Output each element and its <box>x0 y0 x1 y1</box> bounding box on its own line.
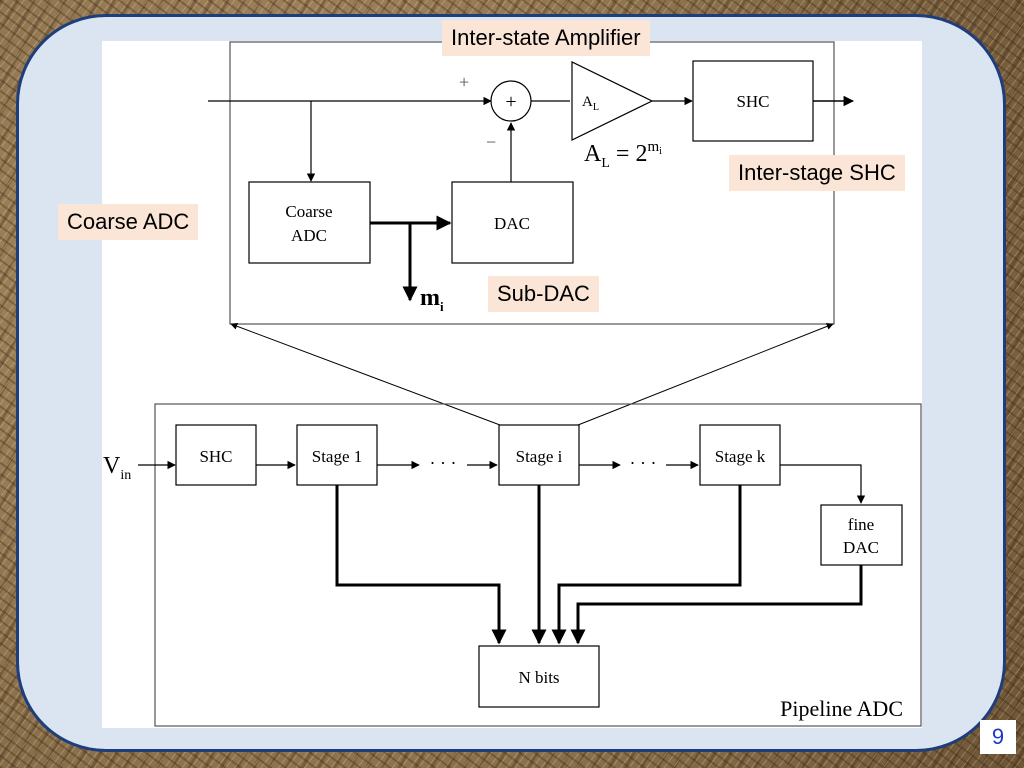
summer-symbol: + <box>505 91 516 113</box>
summer-minus-sign: − <box>486 132 496 152</box>
n-bits-label: N bits <box>518 668 559 687</box>
stagek-to-fine-dac-line <box>780 464 866 504</box>
zoom-line-left <box>230 322 501 426</box>
input-label: Vin <box>103 453 131 483</box>
stage-k-label: Stage k <box>715 447 766 466</box>
coarse-adc-label-line1: Coarse <box>285 202 332 221</box>
callout-inter-state-amplifier: Inter-state Amplifier <box>442 20 650 56</box>
gain-equation: AL = 2mi <box>584 139 662 171</box>
fine-dac-label-line2: DAC <box>843 538 879 557</box>
digital-output-label: mi <box>420 285 444 314</box>
callout-inter-stage-shc: Inter-stage SHC <box>729 155 905 191</box>
amplifier-triangle <box>571 61 654 141</box>
fine-dac-box <box>820 504 903 566</box>
stagek-bits-line <box>551 485 742 645</box>
stage-i-box <box>498 424 580 486</box>
stage-i-label: Stage i <box>516 447 563 466</box>
inter-stage-shc-box <box>692 60 814 142</box>
fine-dac-label-line1: fine <box>848 515 874 534</box>
ellipsis-2: · · · <box>630 453 657 473</box>
fine-dac-bits-line <box>570 565 863 645</box>
page-number: 9 <box>980 720 1016 754</box>
stage1-bits-line <box>335 485 507 645</box>
n-bits-box <box>478 645 600 708</box>
pipeline-caption: Pipeline ADC <box>780 696 903 721</box>
pipeline-shc-label: SHC <box>199 447 232 466</box>
pipeline-frame <box>154 403 922 727</box>
pipeline-shc-box <box>175 424 257 486</box>
stage-k-box <box>699 424 781 486</box>
ellipsis-1: · · · <box>430 453 457 473</box>
zoom-line-right <box>577 323 834 426</box>
callout-coarse-adc: Coarse ADC <box>58 204 199 240</box>
inter-stage-shc-label: SHC <box>736 92 769 111</box>
callout-sub-dac: Sub-DAC <box>488 276 599 312</box>
coarse-adc-box <box>248 181 371 264</box>
summer-plus-sign: + <box>459 72 469 92</box>
stage-1-label: Stage 1 <box>312 447 363 466</box>
stage-1-box <box>296 424 378 486</box>
sub-dac-box <box>451 181 574 264</box>
sub-dac-label: DAC <box>494 214 530 233</box>
coarse-adc-label-line2: ADC <box>291 226 327 245</box>
amplifier-label: AL <box>582 94 599 113</box>
